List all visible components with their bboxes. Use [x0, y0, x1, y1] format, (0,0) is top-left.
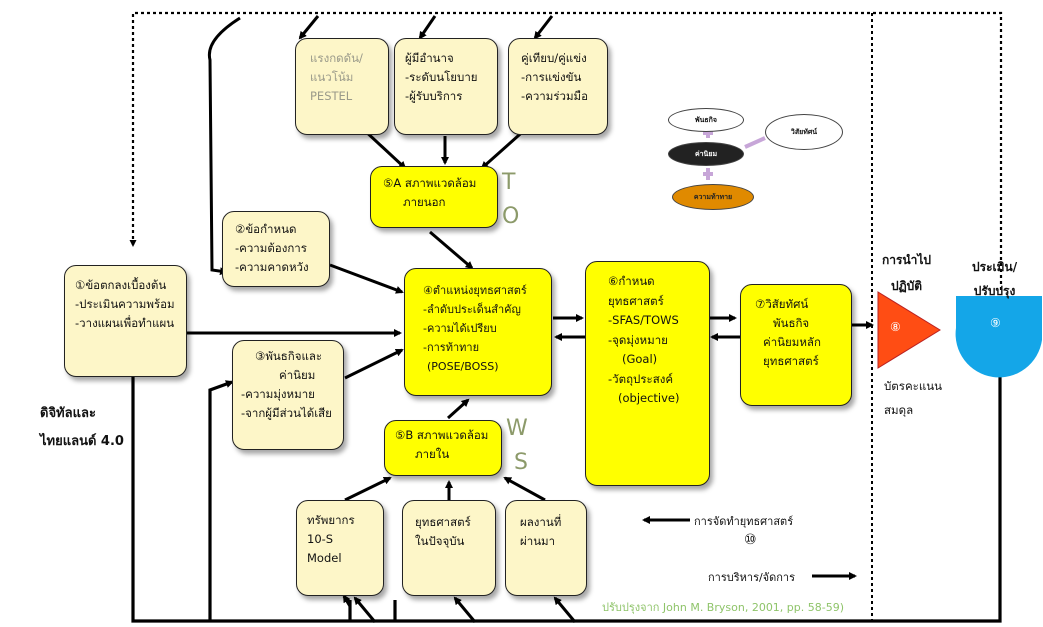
- box-5a-external-environment: ⑤A สภาพแวดล้อม ภายนอก: [370, 166, 498, 228]
- step8-number: ⑧: [890, 320, 901, 334]
- label-evaluate: ประเมิน/ ปรับปรุง: [972, 260, 1018, 298]
- letter-w: W: [506, 416, 528, 441]
- step8-triangle: [877, 291, 941, 369]
- label-implementation: การนำไป ปฏิบัติ: [882, 253, 932, 293]
- box-pestel: แรงกดดัน/ แนวโน้ม PESTEL: [295, 38, 389, 135]
- step9-number: ⑨: [990, 316, 1001, 330]
- box-1-initial-agreement: ①ข้อตกลงเบื้องต้น -ประเมินความพร้อม -วาง…: [64, 265, 187, 377]
- disc-mission: พันธกิจ: [668, 108, 744, 132]
- source-citation: ปรับปรุงจาก John M. Bryson, 2001, pp. 58…: [602, 601, 845, 614]
- legend-arrows: [642, 516, 857, 580]
- disc-values: ค่านิยม: [668, 142, 744, 166]
- box-7-vision: ⑦วิสัยทัศน์ พันธกิจ ค่านิยมหลัก ยุทธศาสต…: [740, 284, 852, 406]
- feedback-loop-dotted: [129, 11, 1003, 290]
- disc-vision: วิสัยทัศน์: [765, 114, 843, 150]
- disc-diagram-connectors: [703, 127, 766, 180]
- box-4-strategic-position: ④ตำแหน่งยุทธศาสตร์ -ลำดับประเด็นสำคัญ -ค…: [404, 268, 552, 396]
- letter-s: S: [514, 450, 528, 475]
- box-6-strategy-formulation: ⑥กำหนด ยุทธศาสตร์ -SFAS/TOWS -จุดมุ่งหมา…: [585, 261, 710, 486]
- box-3-mission-values: ③พันธกิจและ ค่านิยม -ความมุ่งหมาย -จากผู…: [232, 340, 344, 450]
- legend-strategy-making: การจัดทำยุทธศาสตร์: [694, 515, 794, 528]
- label-balanced-scorecard: บัตรคะแนน สมดุล: [884, 379, 942, 417]
- letter-o: O: [502, 204, 520, 229]
- box-stakeholders: ผู้มีอำนาจ -ระดับนโยบาย -ผู้รับบริการ: [394, 38, 498, 135]
- box-current-strategy: ยุทธศาสตร์ ในปัจจุบัน: [402, 500, 496, 596]
- letter-t: T: [502, 170, 516, 195]
- box-competitors: คู่เทียบ/คู่แข่ง -การแข่งขัน -ความร่วมมื…: [508, 38, 608, 135]
- legend-management: การบริหาร/จัดการ: [708, 571, 796, 584]
- step9-circle: [955, 296, 1042, 378]
- feedback-loop-solid: [129, 359, 1002, 623]
- label-digital-thailand: ดิจิทัลและ ไทยแลนด์ 4.0: [40, 406, 124, 449]
- box-resources: ทรัพยากร 10-S Model: [296, 500, 384, 596]
- box-past-performance: ผลงานที่ ผ่านมา: [505, 500, 587, 596]
- disc-challenge: ความท้าทาย: [672, 184, 754, 210]
- box-5b-internal-environment: ⑤B สภาพแวดล้อม ภายใน: [384, 420, 502, 476]
- top-input-arrows: [207, 15, 554, 276]
- bottom-input-arrows: [353, 596, 577, 623]
- step10-number: ⑩: [744, 532, 757, 548]
- box-2-requirements: ②ข้อกำหนด -ความต้องการ -ความคาดหวัง: [222, 211, 330, 287]
